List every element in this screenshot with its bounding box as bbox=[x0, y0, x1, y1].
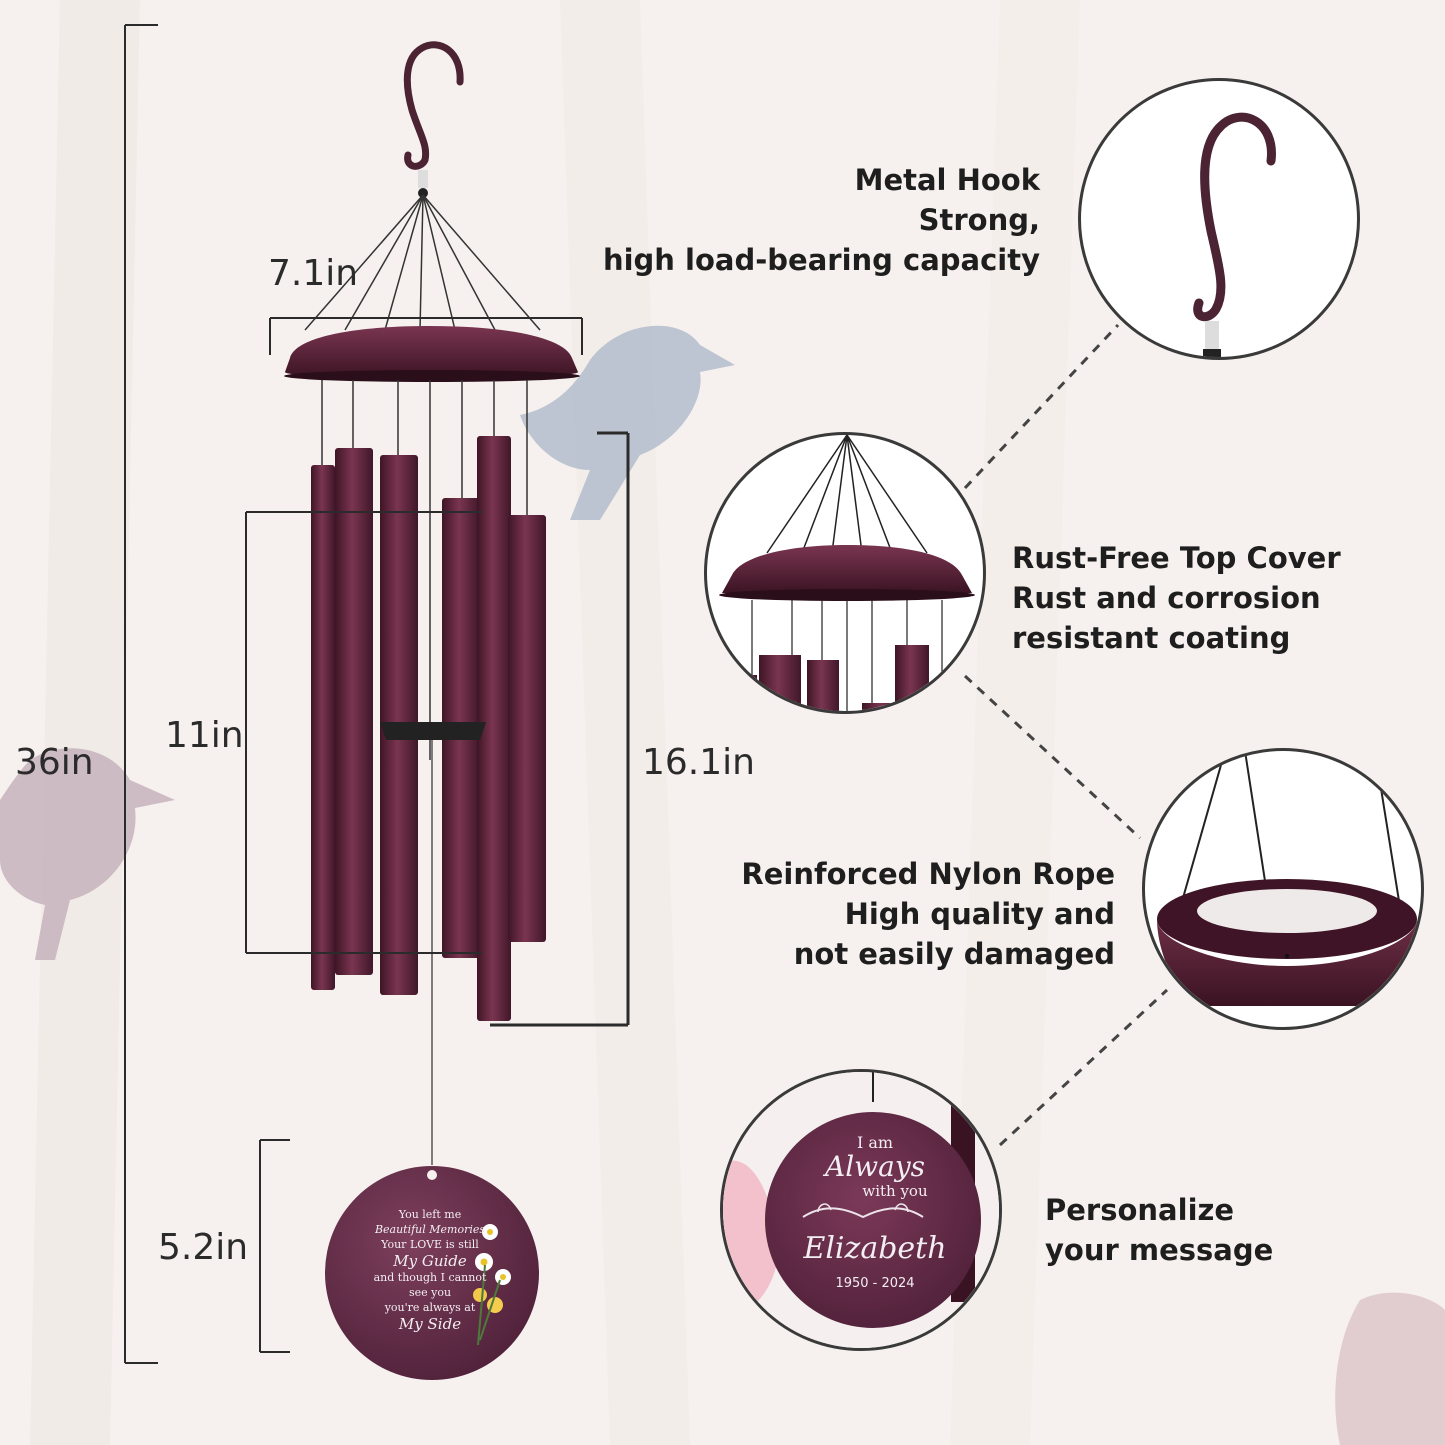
chime-tube bbox=[477, 436, 511, 1021]
chime-tube bbox=[311, 465, 335, 990]
feature-line: Strong, bbox=[918, 203, 1040, 237]
suspension-ropes bbox=[304, 194, 541, 331]
dimension-line-pendant bbox=[259, 1139, 290, 1353]
feature-line: not easily damaged bbox=[793, 937, 1115, 971]
feature-title: Rust-Free Top Cover bbox=[1012, 541, 1341, 575]
dimension-total-label: 36in bbox=[15, 742, 94, 783]
detail-circle-rope bbox=[1142, 748, 1424, 1030]
dimension-line-tube bbox=[245, 511, 482, 954]
top-cover bbox=[285, 326, 578, 378]
feature-title: Metal Hook bbox=[854, 163, 1040, 197]
rope-detail-icon bbox=[1157, 751, 1417, 1006]
tube-strings bbox=[321, 380, 528, 760]
daisy-flowers bbox=[473, 1224, 511, 1346]
chime-tube bbox=[335, 448, 373, 975]
pendant-line: you're always at bbox=[384, 1301, 476, 1314]
feature-line: your message bbox=[1045, 1233, 1274, 1267]
dimension-line-total bbox=[124, 24, 158, 1364]
personalized-pendant-icon bbox=[723, 1072, 999, 1348]
pendant-line: and though I cannot bbox=[373, 1271, 487, 1284]
feature-title: Personalize bbox=[1045, 1193, 1235, 1227]
dimension-tube-label: 11in bbox=[165, 715, 244, 756]
feature-title: Reinforced Nylon Rope bbox=[741, 857, 1115, 891]
chime-tubes bbox=[311, 436, 546, 1021]
feature-line: Rust and corrosion bbox=[1012, 581, 1321, 615]
pendant-custom-line2: Always bbox=[824, 1150, 926, 1183]
pendant-custom-line3: with you bbox=[862, 1182, 928, 1200]
pendant-custom-line1: I am bbox=[856, 1133, 894, 1152]
pendant-line: Beautiful Memories bbox=[374, 1223, 486, 1236]
dimension-pendant-label: 5.2in bbox=[158, 1227, 249, 1268]
detail-circle-personalize: I am Always with you Elizabeth 1950 - 20… bbox=[720, 1069, 1002, 1351]
pendant-line: Your LOVE is still bbox=[381, 1238, 479, 1251]
pendant-line: My Guide bbox=[393, 1252, 467, 1270]
feature-nylon-rope: Reinforced Nylon Rope High quality and n… bbox=[690, 854, 1115, 974]
pendant-custom-name: Elizabeth bbox=[803, 1231, 947, 1266]
dimension-width-label: 7.1in bbox=[268, 253, 359, 294]
hook-detail-icon bbox=[1193, 112, 1276, 357]
bird-silhouette-left bbox=[0, 748, 175, 960]
pendant-line: You left me bbox=[398, 1208, 462, 1221]
pendant-line: see you bbox=[408, 1286, 452, 1299]
detail-circle-hook bbox=[1078, 78, 1360, 360]
dimension-line-section bbox=[490, 431, 630, 1027]
pendant-custom-dates: 1950 - 2024 bbox=[835, 1276, 915, 1291]
cover-detail-icon bbox=[719, 435, 975, 711]
pendant-line: My Side bbox=[398, 1315, 462, 1333]
feature-metal-hook: Metal Hook Strong, high load-bearing cap… bbox=[600, 160, 1040, 280]
dimension-line-width bbox=[269, 317, 583, 355]
feature-personalize: Personalize your message bbox=[1045, 1190, 1425, 1270]
feature-line: high load-bearing capacity bbox=[602, 243, 1040, 277]
bird-silhouette-right bbox=[1335, 1292, 1445, 1445]
detail-circle-cover bbox=[704, 432, 986, 714]
hook-icon bbox=[403, 41, 464, 188]
feature-line: resistant coating bbox=[1012, 621, 1291, 655]
striker bbox=[380, 722, 486, 740]
chime-tube bbox=[508, 515, 546, 942]
bird-silhouette-blue bbox=[520, 325, 735, 520]
feature-line: High quality and bbox=[844, 897, 1115, 931]
feature-top-cover: Rust-Free Top Cover Rust and corrosion r… bbox=[1012, 538, 1432, 658]
dimension-section-label: 16.1in bbox=[642, 742, 755, 783]
pendant-message: You left me Beautiful Memories Your LOVE… bbox=[340, 1207, 520, 1333]
